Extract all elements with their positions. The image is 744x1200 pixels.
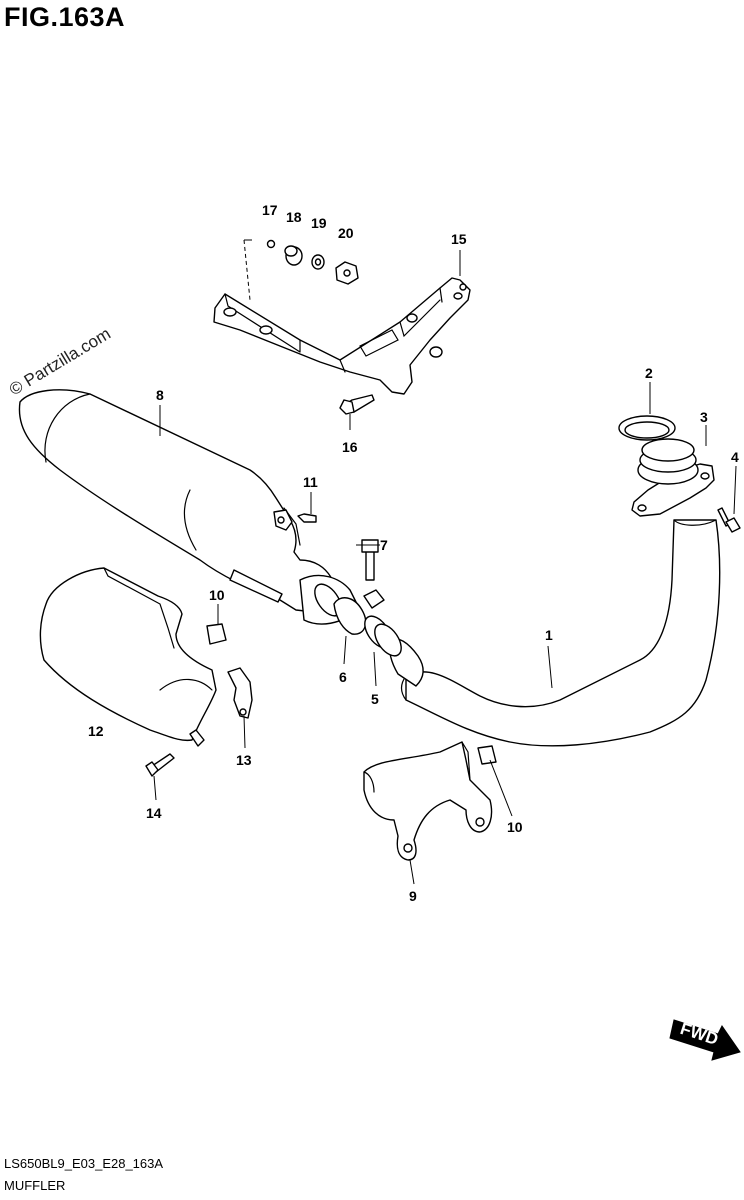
callout-12: 12: [88, 723, 104, 739]
callout-18: 18: [286, 209, 302, 225]
bolt-16[interactable]: [339, 394, 375, 415]
muffler-8[interactable]: [18, 389, 338, 613]
callout-6: 6: [339, 669, 347, 685]
callout-7: 7: [380, 537, 388, 553]
bushing-17[interactable]: [266, 239, 276, 249]
grommet-20[interactable]: [335, 261, 359, 285]
washer-19[interactable]: [311, 254, 325, 270]
callout-4: 4: [731, 449, 739, 465]
callout-11: 11: [303, 474, 318, 490]
callout-14: 14: [146, 805, 162, 821]
callout-9: 9: [409, 888, 417, 904]
callout-17: 17: [262, 202, 278, 218]
diagram-code: LS650BL9_E03_E28_163A: [4, 1156, 164, 1171]
callout-10b: 10: [507, 819, 523, 835]
figure-title: FIG.163A: [4, 2, 126, 32]
bolt-4[interactable]: [717, 507, 741, 533]
bushing-18[interactable]: [284, 245, 303, 266]
screw-14[interactable]: [145, 753, 175, 777]
diagram-caption: MUFFLER: [4, 1178, 66, 1193]
callout-19: 19: [311, 215, 327, 231]
callout-16: 16: [342, 439, 358, 455]
callout-8: 8: [156, 387, 164, 403]
fwd-arrow-icon: FWD: [669, 1019, 741, 1061]
callout-13: 13: [236, 752, 252, 768]
muffler-bracket-9[interactable]: [363, 741, 493, 861]
bracket-13[interactable]: [227, 667, 253, 719]
clamp-6[interactable]: [333, 589, 385, 635]
callout-10a: 10: [209, 587, 225, 603]
exhaust-pipe-1[interactable]: [388, 519, 721, 747]
callout-1: 1: [545, 627, 553, 643]
gasket-2[interactable]: [618, 415, 676, 441]
callout-2: 2: [645, 365, 653, 381]
callout-5: 5: [371, 691, 379, 707]
callout-20: 20: [338, 225, 354, 241]
bolt-11[interactable]: [297, 513, 317, 523]
clip-10b[interactable]: [477, 745, 497, 765]
bolt-7[interactable]: [361, 539, 379, 581]
callout-15: 15: [451, 231, 467, 247]
heat-shield-12[interactable]: [39, 567, 217, 747]
flange-3[interactable]: [631, 438, 715, 517]
gasket-5[interactable]: [359, 612, 406, 661]
callout-3: 3: [700, 409, 708, 425]
muffler-bracket[interactable]: [213, 277, 471, 395]
clip-10a[interactable]: [206, 623, 227, 645]
